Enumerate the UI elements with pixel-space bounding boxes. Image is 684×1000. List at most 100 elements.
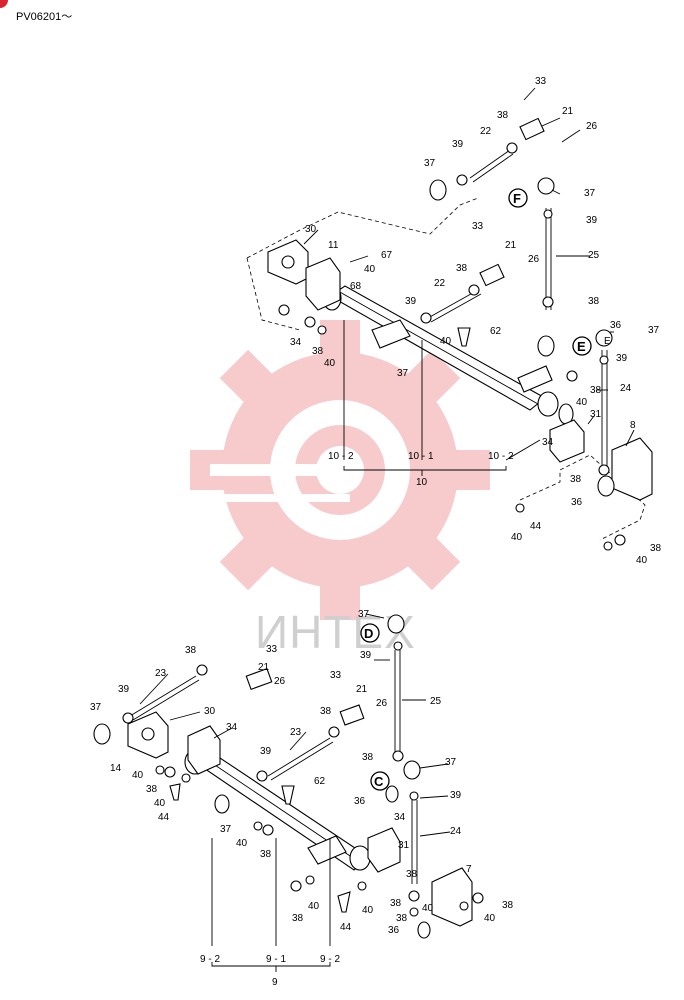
bottom-part-label: 9 (272, 977, 278, 988)
bottom-part-label: 26 (376, 698, 388, 709)
bottom-part-label: 34 (394, 812, 406, 823)
bottom-part-label: 62 (314, 776, 326, 787)
bottom-part-label: 40 (422, 903, 434, 914)
top-part-label: 24 (620, 383, 632, 394)
top-part-label: 10 (416, 477, 428, 488)
bottom-part-label: 38 (390, 898, 402, 909)
bottom-part-label: 40 (362, 905, 374, 916)
top-part-label: 40 (324, 358, 336, 369)
bottom-part-label: 38 (406, 869, 418, 880)
bottom-part-label: 38 (146, 784, 158, 795)
top-part-label: 67 (381, 250, 393, 261)
bottom-part-label: 36 (354, 796, 366, 807)
bottom-part-label: 9 - 2 (320, 954, 340, 965)
bottom-part-label: 39 (118, 684, 130, 695)
watermark-text: ИНТЕХ (255, 606, 416, 658)
bottom-part-label: 26 (274, 676, 286, 687)
bottom-part-label: 44 (340, 922, 352, 933)
top-part-label: 38 (312, 346, 324, 357)
top-part-label: 26 (528, 254, 540, 265)
svg-text:D: D (364, 626, 373, 641)
top-part-label: 38 (588, 296, 600, 307)
top-part-label: 62 (490, 326, 502, 337)
top-part-label: 40 (576, 397, 588, 408)
top-part-label: 10 - 2 (328, 451, 354, 462)
top-part-label: 30 (305, 224, 317, 235)
bottom-part-label: 40 (132, 770, 144, 781)
bottom-part-label: 40 (308, 901, 320, 912)
top-part-label: 8 (630, 420, 636, 431)
bottom-part-label: 37 (90, 702, 102, 713)
svg-text:C: C (374, 774, 384, 789)
top-part-label: 39 (452, 139, 464, 150)
bottom-part-label: 37 (358, 609, 370, 620)
bottom-part-label: 30 (204, 706, 216, 717)
bottom-part-label: 7 (466, 864, 472, 875)
bottom-part-label: 38 (396, 913, 408, 924)
top-part-label: 31 (590, 409, 602, 420)
top-part-label: 38 (456, 263, 468, 274)
top-part-label: 26 (586, 121, 598, 132)
top-part-label: 38 (590, 385, 602, 396)
top-part-label: 10 - 2 (488, 451, 514, 462)
bottom-part-label: 40 (154, 798, 166, 809)
bottom-part-label: 39 (360, 650, 372, 661)
top-part-label: 25 (588, 250, 600, 261)
bottom-part-label: 37 (220, 824, 232, 835)
top-part-label: 36 (571, 497, 583, 508)
bottom-part-label: 33 (266, 644, 278, 655)
gear-watermark-icon (190, 320, 490, 620)
bottom-part-label: 34 (226, 722, 238, 733)
top-part-label: 37 (584, 188, 596, 199)
bottom-part-label: 40 (236, 838, 248, 849)
top-part-label: E (604, 336, 611, 347)
top-part-label: 38 (650, 543, 662, 554)
bottom-part-label: 23 (155, 668, 167, 679)
corner-badge (0, 0, 8, 8)
top-part-label: 33 (535, 76, 547, 87)
bottom-part-label: 31 (398, 840, 410, 851)
top-part-label: 40 (636, 555, 648, 566)
callout-d: D (360, 623, 380, 643)
bottom-part-label: 9 - 2 (200, 954, 220, 965)
bottom-part-label: 14 (110, 763, 122, 774)
bottom-part-label: 44 (158, 812, 170, 823)
bottom-part-label: 38 (260, 849, 272, 860)
top-part-label: 38 (570, 474, 582, 485)
top-part-label: 33 (472, 221, 484, 232)
bottom-part-label: 24 (450, 826, 462, 837)
top-part-label: 21 (505, 240, 517, 251)
top-part-label: 38 (497, 110, 509, 121)
bottom-part-label: 38 (362, 752, 374, 763)
bottom-part-label: 9 - 1 (266, 954, 286, 965)
top-part-label: 37 (424, 158, 436, 169)
top-part-label: 22 (480, 126, 492, 137)
bottom-part-label: 33 (330, 670, 342, 681)
top-part-label: 36 (610, 320, 622, 331)
top-part-label: 37 (397, 368, 409, 379)
bottom-part-label: 25 (430, 696, 442, 707)
svg-text:F: F (513, 191, 521, 206)
top-part-label: 37 (648, 325, 660, 336)
bottom-part-label: 23 (290, 727, 302, 738)
bottom-part-label: 21 (258, 662, 270, 673)
bottom-part-label: 36 (388, 925, 400, 936)
bottom-part-label: 38 (292, 913, 304, 924)
top-assembly (246, 87, 653, 551)
top-part-label: 39 (616, 353, 628, 364)
top-part-label: 40 (364, 264, 376, 275)
top-part-labels: 3321382622393737392526301167402133382268… (290, 76, 662, 566)
top-part-label: 40 (440, 336, 452, 347)
top-part-label: 22 (434, 278, 446, 289)
top-part-label: 10 - 1 (408, 451, 434, 462)
bottom-part-label: 38 (185, 645, 197, 656)
top-part-label: 39 (586, 215, 598, 226)
header-code: PV06201～ (16, 11, 73, 23)
bottom-assembly (93, 613, 484, 972)
top-part-label: 68 (350, 281, 362, 292)
bottom-part-label: 37 (445, 757, 457, 768)
bottom-part-label: 39 (260, 746, 272, 757)
bottom-part-label: 39 (450, 790, 462, 801)
